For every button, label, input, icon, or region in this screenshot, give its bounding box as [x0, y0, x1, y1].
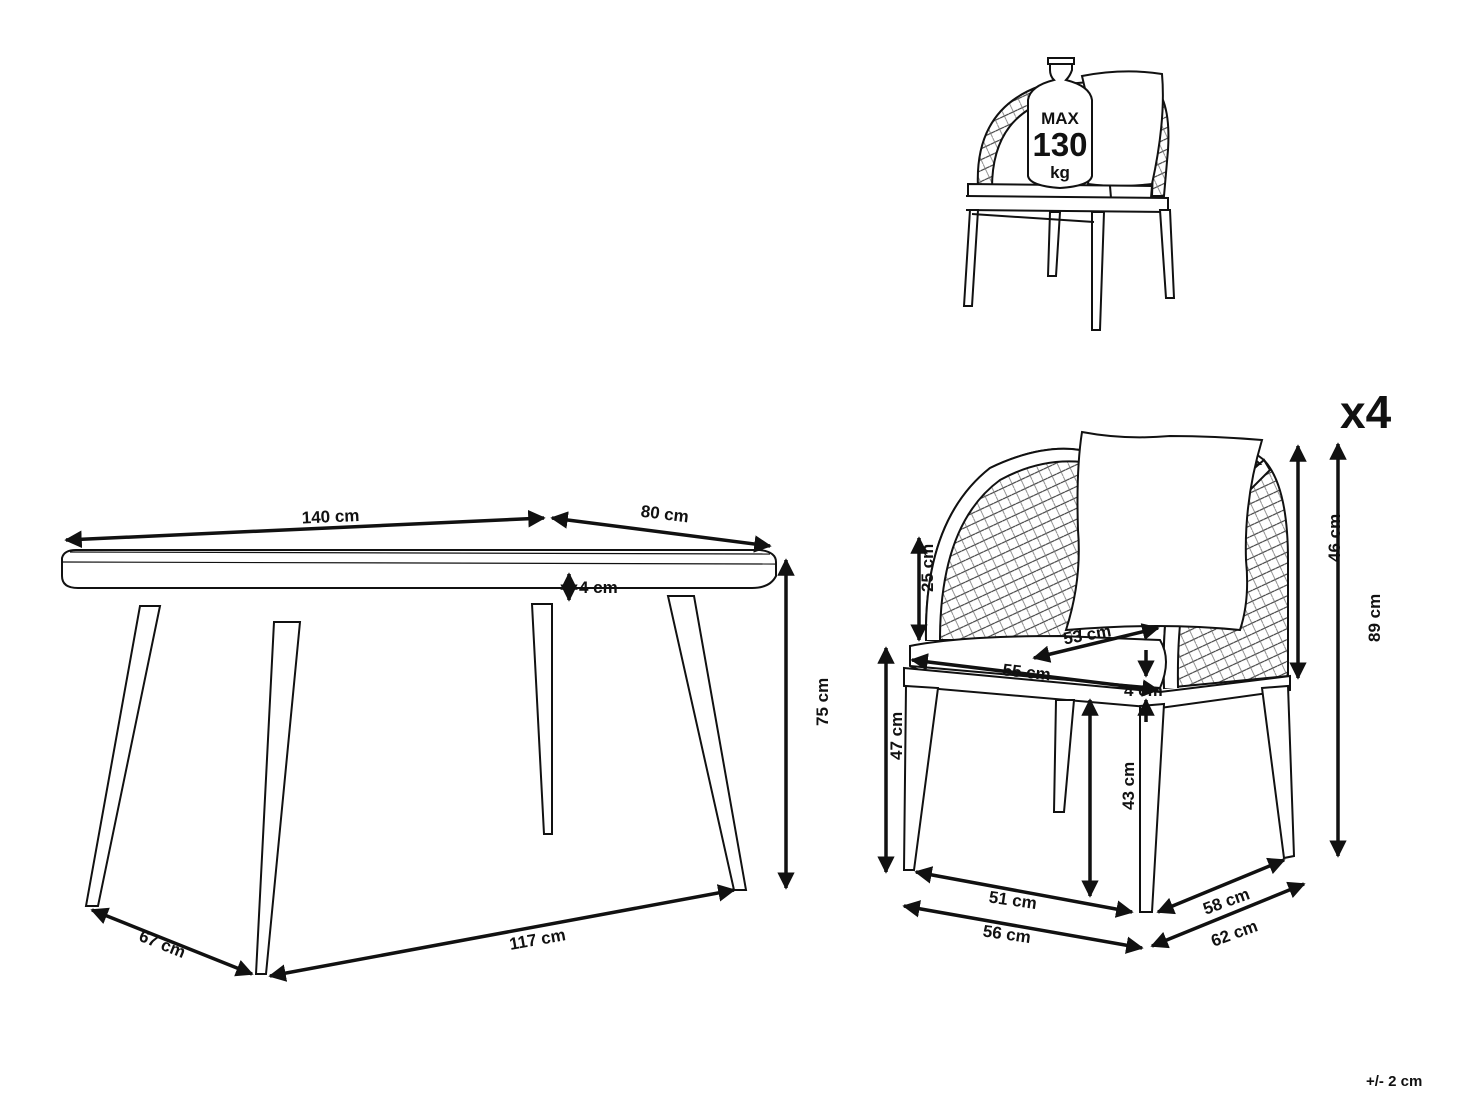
table-width-label: 80 cm: [640, 502, 690, 527]
chair-quantity-label: x4: [1340, 386, 1392, 438]
load-badge-line1: MAX: [1041, 109, 1079, 128]
table-length-label: 140 cm: [301, 506, 359, 528]
table-leg-back-middle: [530, 603, 553, 835]
chair-seat-height-label: 47 cm: [887, 712, 906, 760]
table-leg-back-right: [666, 595, 748, 891]
load-chair-leg-1: [962, 209, 980, 307]
chair-leg-front-left: [902, 684, 940, 871]
chair-leg-front-right: [1139, 702, 1166, 913]
tolerance-note: +/- 2 cm: [1366, 1073, 1422, 1090]
table-leg-front-left: [84, 605, 162, 907]
chair-seat-width-label: 55 cm: [1002, 660, 1052, 684]
load-chair-leg-3: [1158, 209, 1176, 299]
load-badge-line2: 130: [1032, 126, 1087, 163]
chair-pillow: [1064, 430, 1264, 632]
weight-bottle-icon: [1027, 61, 1093, 190]
chair-inner-width-label: 51 cm: [988, 888, 1038, 914]
table-dimension-labels: 140 cm 80 cm 4 cm 75 cm 67 cm 117 cm: [136, 502, 832, 962]
chair-cushion-thickness-label: 4 cm: [1124, 681, 1163, 700]
load-chair-leg-4: [1046, 211, 1062, 277]
chair-back-height-label: 46 cm: [1325, 514, 1344, 562]
table-height-label: 75 cm: [813, 678, 832, 726]
table-dimension-lines: [64, 509, 795, 982]
table-leg-depth-label: 67 cm: [136, 926, 188, 962]
table-drawing: [61, 549, 777, 975]
chair-dimension-lines: [877, 442, 1347, 954]
chair-drawing: [902, 430, 1296, 913]
load-chair-drawing: [962, 70, 1176, 331]
load-chair-leg-2: [1091, 211, 1106, 331]
table-thickness-label: 4 cm: [579, 578, 618, 597]
chair-total-height-label: 89 cm: [1365, 594, 1384, 642]
chair-outer-width-label: 56 cm: [982, 922, 1032, 948]
chair-backrest-height-label: 25 cm: [918, 544, 937, 592]
table-leg-front-right: [254, 621, 302, 975]
load-badge-line3: kg: [1050, 163, 1070, 182]
load-chair-pillow: [1080, 70, 1164, 187]
chair-under-seat-height-label: 43 cm: [1119, 762, 1138, 810]
chair-leg-back-right: [1260, 684, 1296, 860]
chair-leg-back-left: [1052, 699, 1076, 813]
load-badge: MAX 130 kg: [1027, 57, 1093, 190]
table-top: [61, 549, 777, 589]
